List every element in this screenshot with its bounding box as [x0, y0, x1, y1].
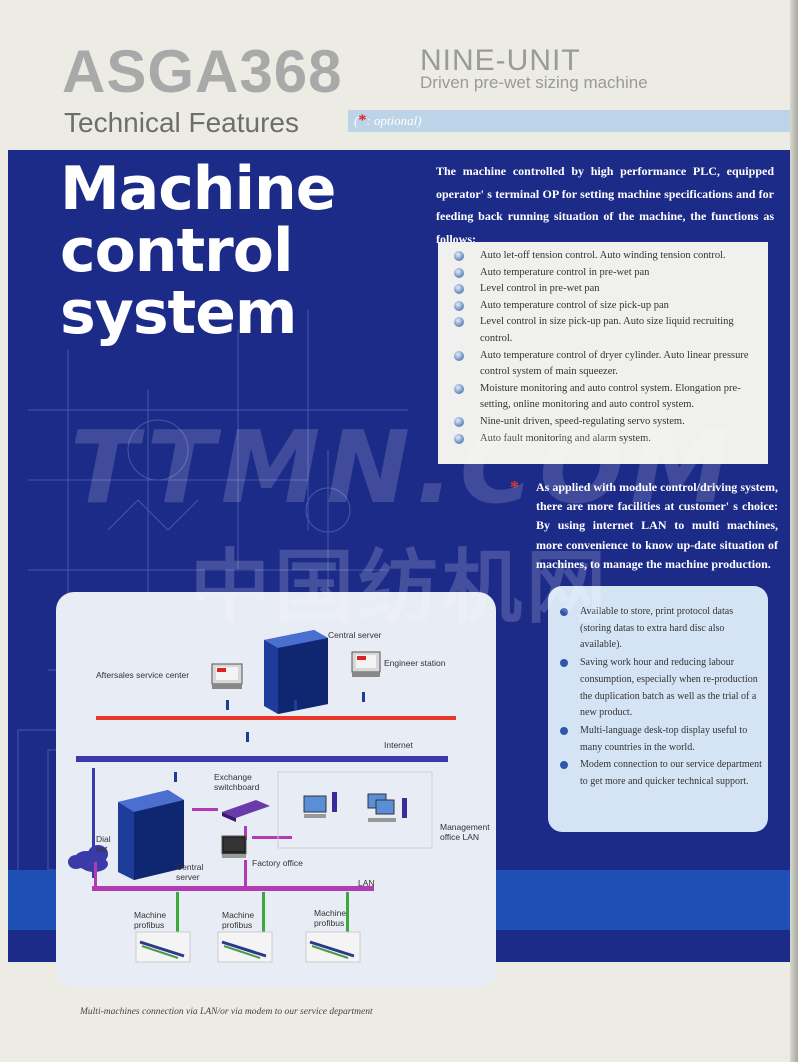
optional-legend: (*: optional)	[354, 112, 422, 130]
optional-open: (	[354, 113, 359, 128]
management-office-area	[277, 771, 433, 849]
internet-line	[76, 756, 448, 762]
network-diagram: Central server Aftersales service center…	[56, 592, 496, 988]
bullet-icon	[560, 608, 568, 616]
central-server-top-label: Central server	[328, 630, 382, 640]
engineer-label: Engineer station	[384, 658, 446, 668]
features-list: Auto let-off tension control. Auto windi…	[448, 248, 758, 447]
advantages-box: Available to store, print protocol datas…	[548, 586, 768, 832]
feature-item: Moisture monitoring and auto control sys…	[448, 381, 758, 414]
machine-icon	[217, 931, 273, 963]
advantage-item: Multi-language desk-top display useful t…	[558, 723, 762, 756]
bullet-icon	[454, 383, 464, 394]
bullet-icon	[454, 416, 464, 427]
module-paragraph: As applied with module control/driving s…	[536, 480, 778, 571]
optional-text: : optional)	[366, 113, 422, 128]
bullet-icon	[454, 251, 464, 261]
management-label-1: Management	[440, 822, 490, 832]
exchange-label-1: Exchange	[214, 772, 252, 782]
bullet-icon	[454, 433, 464, 444]
profibus-label: profibus	[222, 920, 253, 930]
machine-control-title: Machine control system	[60, 154, 336, 348]
central-server-bottom-icon	[118, 790, 184, 880]
advantage-item: Modem connection to our service departme…	[558, 757, 762, 790]
optional-asterisk: *	[358, 112, 367, 129]
profibus-label: profibus	[314, 918, 345, 928]
lan-line	[92, 886, 374, 891]
bullet-icon	[454, 284, 464, 295]
title-line-3: system	[60, 278, 297, 348]
dial-set-cloud-icon	[68, 845, 108, 872]
bullet-icon	[454, 300, 464, 311]
exchange-label-2: switchboard	[214, 782, 260, 792]
feature-item: Auto temperature control of dryer cylind…	[448, 348, 758, 381]
central-server-top-icon	[264, 630, 328, 714]
title-line-1: Machine	[60, 154, 336, 224]
feature-item: Auto let-off tension control. Auto windi…	[448, 248, 758, 265]
advantage-item: Available to store, print protocol datas…	[558, 604, 762, 654]
feature-item: Auto fault monitoring and alarm system.	[448, 431, 758, 448]
bullet-icon	[454, 317, 464, 328]
machine-label: Machine	[314, 908, 347, 918]
profibus-label: profibus	[134, 920, 165, 930]
lan-label: LAN	[358, 878, 375, 888]
watermark-cjk: 中国纺机网	[190, 541, 610, 634]
management-label-2: office LAN	[440, 832, 480, 842]
advantage-item: Saving work hour and reducing labour con…	[558, 655, 762, 722]
network-diagram-graphic	[68, 630, 456, 963]
factory-office-pc-icon	[221, 835, 247, 858]
aftersales-monitor-icon	[211, 663, 243, 689]
feature-item: Nine-unit driven, speed-regulating servo…	[448, 414, 758, 431]
bullet-icon	[454, 267, 464, 278]
central-server-bottom-label-2: server	[176, 872, 200, 882]
features-box: Auto let-off tension control. Auto windi…	[438, 242, 768, 464]
factory-office-label: Factory office	[252, 858, 303, 868]
subtitle: Driven pre-wet sizing machine	[420, 73, 648, 92]
unit-title: NINE-UNIT	[420, 44, 581, 77]
title-line-2: control	[60, 216, 294, 286]
feature-item: Auto temperature control of size pick-up…	[448, 298, 758, 315]
advantages-list: Available to store, print protocol datas…	[558, 604, 762, 792]
feature-item: Level control in size pick-up pan. Auto …	[448, 314, 758, 347]
diagram-caption: Multi-machines connection via LAN/or via…	[80, 1007, 373, 1017]
management-pc-icon	[303, 792, 407, 822]
profibus-line	[176, 892, 179, 932]
internet-label: Internet	[384, 740, 413, 750]
page-edge	[790, 0, 798, 1062]
aftersales-label: Aftersales service center	[96, 670, 190, 680]
feature-item: Level control in pre-wet pan	[448, 281, 758, 298]
optional-bar	[348, 110, 798, 132]
machine-icon	[305, 931, 361, 963]
intro-paragraph: The machine controlled by high performan…	[436, 164, 774, 246]
central-server-bottom-label-1: Central	[176, 862, 204, 872]
bullet-icon	[560, 726, 568, 735]
service-line	[96, 716, 456, 720]
engineer-monitor-icon	[351, 651, 381, 677]
bullet-icon	[560, 761, 568, 770]
model-title: ASGA368	[62, 38, 343, 105]
dial-label-2: set	[96, 844, 108, 854]
machine-icon	[135, 931, 191, 963]
bullet-icon	[560, 659, 568, 668]
bullet-icon	[454, 350, 464, 361]
section-title: Technical Features	[64, 107, 300, 138]
machine-label: Machine	[222, 910, 255, 920]
exchange-switchboard-icon	[222, 800, 270, 822]
optional-asterisk-module: *	[510, 477, 519, 497]
dial-label-1: Dial	[96, 834, 111, 844]
machine-label: Machine	[134, 910, 167, 920]
watermark-latin: TTMN.COM	[70, 409, 736, 526]
feature-item: Auto temperature control in pre-wet pan	[448, 265, 758, 282]
